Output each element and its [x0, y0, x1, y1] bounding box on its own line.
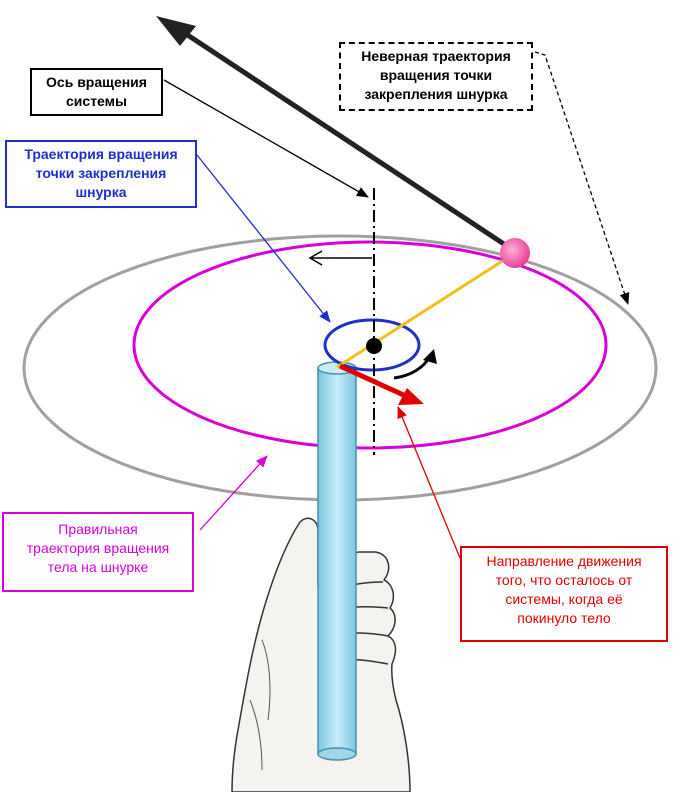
- remaining-direction-label: Направление движения того, что осталось …: [460, 546, 668, 642]
- attachment-trajectory-line-1: Траектория вращения: [24, 146, 178, 162]
- remaining-system-direction-arrow: [338, 363, 424, 405]
- attachment-trajectory-line-2: точки закрепления: [35, 165, 167, 181]
- attachment-trajectory-ellipse: [323, 318, 421, 372]
- blue-label-leader: [196, 154, 331, 323]
- correct-trajectory-line-2: траектория вращения: [26, 540, 170, 556]
- remaining-direction-line-3: системы, когда её: [505, 591, 623, 607]
- axis-label-leader: [163, 79, 369, 198]
- correct-trajectory-line-1: Правильная: [58, 521, 138, 537]
- wrong-direction-arrow: [156, 16, 512, 251]
- rotation-curve-arrow: [393, 349, 437, 380]
- axis-center-dot: [366, 338, 382, 354]
- ball: [500, 238, 530, 268]
- correct-trajectory-label: Правильная траектория вращения тела на ш…: [2, 512, 194, 592]
- wrong-trajectory-line-2: вращения точки: [379, 67, 493, 83]
- axis-label-line-1: Ось вращения: [46, 74, 147, 90]
- wrong-label-leader: [534, 51, 630, 305]
- remaining-direction-line-2: того, что осталось от: [495, 572, 633, 588]
- wrong-trajectory-line-3: закрепления шнурка: [364, 86, 508, 102]
- axis-label-line-2: системы: [66, 93, 127, 109]
- attachment-trajectory-label: Траектория вращения точки закрепления шн…: [5, 140, 197, 208]
- wrong-trajectory-label: Неверная траектория вращения точки закре…: [339, 42, 533, 111]
- rotation-direction-left-arrow: [308, 250, 372, 266]
- correct-trajectory-line-3: тела на шнурке: [47, 559, 149, 575]
- rod: [317, 361, 357, 761]
- wrong-trajectory-line-1: Неверная траектория: [361, 48, 511, 64]
- remaining-direction-line-4: покинуло тело: [517, 610, 611, 626]
- correct-trajectory-ellipse: [132, 240, 608, 450]
- axis-label: Ось вращения системы: [30, 68, 163, 116]
- red-label-leader: [397, 406, 461, 559]
- pink-label-leader: [199, 455, 268, 531]
- remaining-direction-line-1: Направление движения: [486, 553, 642, 569]
- attachment-trajectory-line-3: шнурка: [75, 184, 127, 200]
- string: [336, 251, 516, 369]
